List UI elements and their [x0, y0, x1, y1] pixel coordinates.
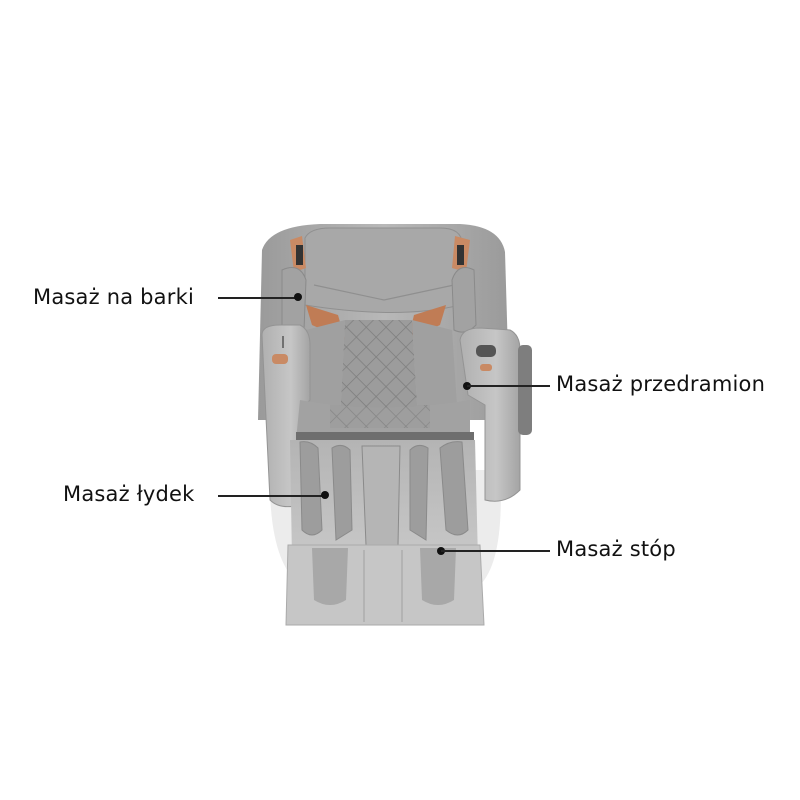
- callout-line-shoulders: [218, 297, 298, 299]
- callout-line-forearms: [467, 385, 550, 387]
- callout-label-feet: Masaż stóp: [556, 537, 676, 561]
- callout-label-shoulders: Masaż na barki: [33, 285, 194, 309]
- callout-dot-calves: [321, 491, 329, 499]
- callout-line-calves: [218, 495, 325, 497]
- callout-label-forearms: Masaż przedramion: [556, 372, 766, 396]
- callout-label-calves: Masaż łydek: [63, 482, 195, 506]
- callout-dot-shoulders: [294, 293, 302, 301]
- callout-line-feet: [441, 550, 550, 552]
